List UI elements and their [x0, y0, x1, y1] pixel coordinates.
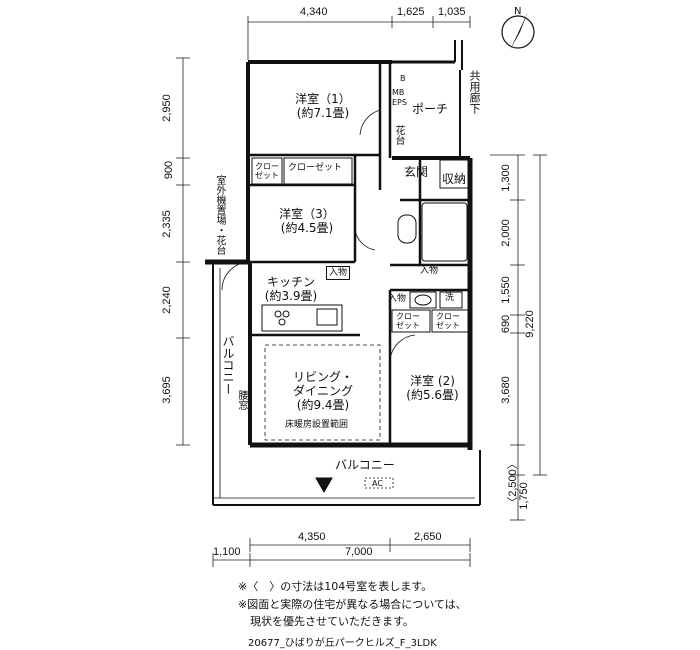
balcony-side-label: バルコニー	[221, 335, 235, 395]
dim-left-1: 2,950	[160, 94, 173, 122]
bay-window-label: 腰窓	[236, 390, 247, 410]
room-western-2: 洋室 (2) (約5.6畳)	[400, 374, 465, 402]
dim-right-5: 3,680	[499, 376, 512, 404]
room-western-3: 洋室（3） (約4.5畳)	[272, 207, 342, 235]
door-swings	[221, 109, 416, 361]
walls	[205, 40, 481, 506]
put-in-label-kitchen: 入物	[326, 266, 351, 280]
storage-label: 収納	[442, 172, 467, 186]
caption: 20677_ひばりが丘パークヒルズ_F_3LDK	[248, 638, 437, 649]
ac-label: AC	[372, 479, 383, 488]
ac-box	[364, 477, 394, 489]
note-line-2: ※図面と実際の住宅が異なる場合については、	[238, 598, 467, 611]
room-western-1-size: (約7.1畳)	[296, 106, 350, 120]
bathroom-fixtures	[397, 202, 468, 309]
room-living-line2: ダイニング	[292, 384, 353, 398]
dim-left-3: 2,335	[160, 210, 173, 238]
room-kitchen: キッチン (約3.9畳)	[256, 275, 326, 303]
room-western-1-name: 洋室（1）	[295, 92, 351, 106]
room-living: リビング・ ダイニング (約9.4畳)	[283, 370, 363, 412]
entrance-arrow-icon	[315, 477, 333, 494]
floor-heating-label: 床暖房設置範囲	[285, 420, 349, 430]
b-label: B	[400, 74, 406, 83]
dim-left-5: 3,695	[160, 376, 173, 404]
closets	[251, 157, 469, 333]
note-line-1: ※〈 〉の寸法は104号室を表します。	[238, 580, 433, 593]
dim-top-2: 1,625	[397, 6, 425, 18]
right-dimension-lines	[490, 154, 547, 521]
dim-right-3: 1,550	[499, 276, 512, 304]
dim-right-2: 2,000	[499, 219, 512, 247]
dim-right-1: 1,300	[499, 164, 512, 192]
wash-label: 洗	[445, 293, 455, 303]
dim-right-7: 1,750	[517, 482, 530, 510]
dim-top-1: 4,340	[300, 6, 328, 18]
dim-left-4: 2,240	[160, 286, 173, 314]
room-kitchen-size: (約3.9畳)	[264, 289, 318, 303]
note-line-3: 現状を優先させていただきます。	[250, 615, 414, 628]
compass-label: N	[514, 6, 522, 17]
closet-short-label-3: クローゼット	[436, 312, 460, 330]
left-dimension-lines	[176, 57, 190, 446]
kitchen-counter	[261, 304, 343, 332]
balcony-bottom-label: バルコニー	[335, 458, 395, 472]
room-western-3-size: (約4.5畳)	[280, 221, 334, 235]
room-western-1: 洋室（1） (約7.1畳)	[288, 92, 358, 120]
room-kitchen-name: キッチン	[266, 275, 315, 289]
room-living-size: (約9.4畳)	[296, 398, 350, 412]
room-living-line1: リビング・	[292, 370, 353, 384]
mb-label: MB	[392, 88, 405, 97]
dim-bottom-1: 4,350	[298, 531, 326, 543]
dim-left-2: 900	[163, 160, 176, 180]
compass-icon	[501, 12, 535, 50]
entrance-label: 玄関	[404, 165, 429, 179]
put-in-label-hall: 入物	[420, 266, 439, 276]
top-dimension-lines	[247, 16, 471, 60]
room-western-2-size: (約5.6畳)	[406, 388, 459, 402]
closet-label-1: クローゼット	[288, 163, 343, 173]
common-corridor-label: 共用廊下	[468, 70, 481, 114]
outdoor-unit-label: 室外機置場・花台	[214, 175, 225, 255]
room-western-3-name: 洋室（3）	[279, 207, 335, 221]
dim-bottom-total: 7,000	[345, 546, 373, 558]
interior-walls	[248, 62, 470, 445]
closet-short-label-2: クローゼット	[396, 312, 420, 330]
bottom-dimension-lines	[212, 538, 471, 567]
eps-label: EPS	[392, 98, 407, 107]
flower-bed-label: 花台	[393, 125, 404, 145]
dim-right-4: 690	[500, 314, 513, 334]
put-in-label-bath: 入物	[388, 294, 407, 304]
dim-bottom-2: 2,650	[414, 531, 442, 543]
closet-short-label-1: クローゼット	[255, 162, 279, 180]
room-western-2-name: 洋室 (2)	[410, 374, 455, 388]
dim-bottom-3: 1,100	[213, 546, 241, 558]
floor-heating-area	[264, 344, 381, 441]
porch-label: ポーチ	[412, 102, 449, 116]
dim-top-3: 1,035	[438, 6, 466, 18]
dim-right-total: 9,220	[523, 310, 536, 338]
